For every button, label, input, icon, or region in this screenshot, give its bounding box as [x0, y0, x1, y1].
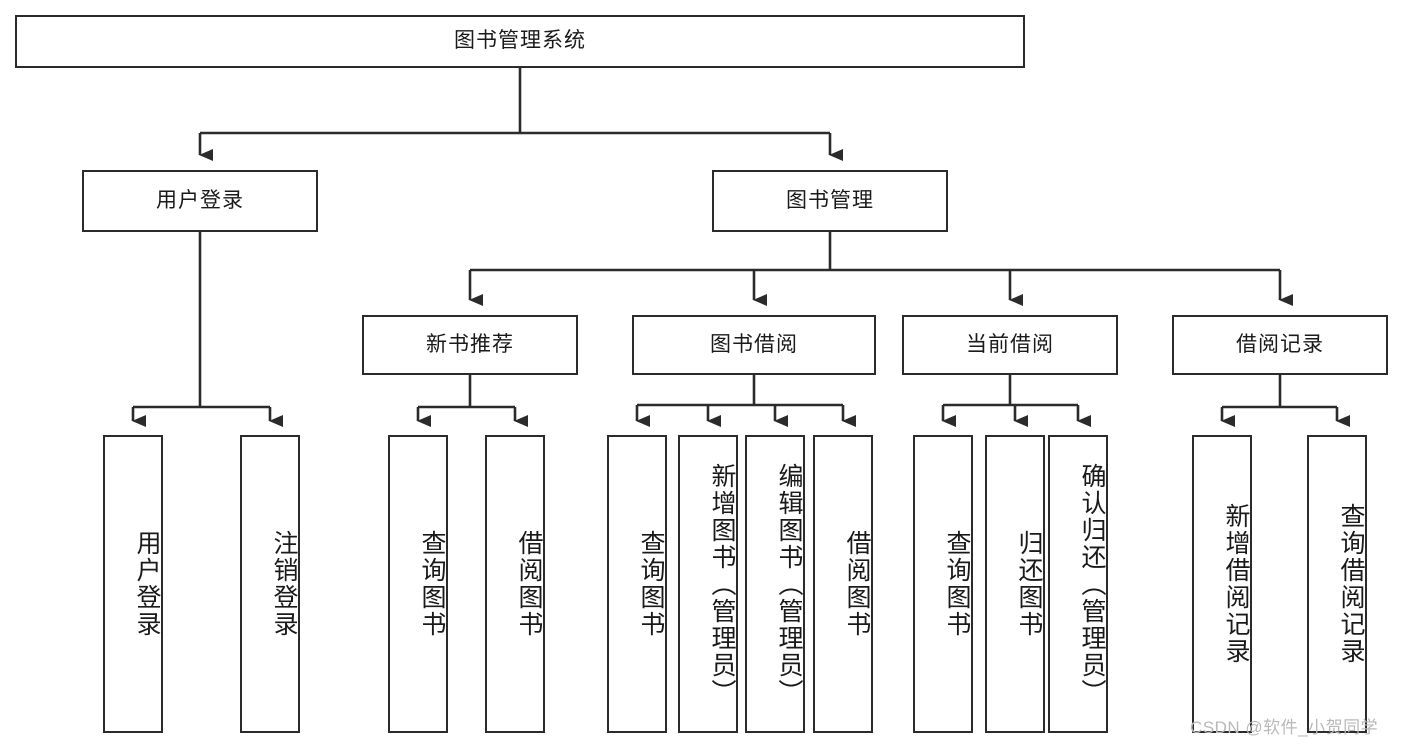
node-leaf-query-book-borrow-label: 查询图书 — [637, 530, 665, 638]
node-new-book-rec[interactable]: 新书推荐 — [362, 315, 578, 375]
node-borrow-record[interactable]: 借阅记录 — [1172, 315, 1388, 375]
node-leaf-add-record[interactable]: 新增借阅记录 — [1192, 435, 1252, 733]
node-leaf-query-book-cur[interactable]: 查询图书 — [913, 435, 973, 733]
node-leaf-return-book[interactable]: 归还图书 — [985, 435, 1045, 733]
node-leaf-logout-login-label: 注销登录 — [270, 530, 298, 638]
watermark: CSDN @软件_小贺同学 — [1190, 718, 1379, 737]
node-current-borrow-label: 当前借阅 — [966, 332, 1054, 356]
node-leaf-query-book-borrow[interactable]: 查询图书 — [607, 435, 667, 733]
node-leaf-query-book-cur-label: 查询图书 — [943, 530, 971, 638]
node-leaf-user-login-label: 用户登录 — [133, 530, 161, 638]
node-leaf-confirm-return-label: 确认归还（管理员） — [1078, 462, 1106, 706]
node-book-manage[interactable]: 图书管理 — [712, 170, 948, 232]
node-leaf-borrow-book-label: 借阅图书 — [843, 530, 871, 638]
node-root[interactable]: 图书管理系统 — [15, 15, 1025, 68]
node-leaf-user-login[interactable]: 用户登录 — [103, 435, 163, 733]
node-book-manage-label: 图书管理 — [786, 188, 874, 212]
node-book-borrow[interactable]: 图书借阅 — [632, 315, 876, 375]
node-leaf-query-record[interactable]: 查询借阅记录 — [1307, 435, 1367, 733]
node-leaf-logout-login[interactable]: 注销登录 — [240, 435, 300, 733]
node-leaf-confirm-return[interactable]: 确认归还（管理员） — [1048, 435, 1108, 733]
node-leaf-add-book-label: 新增图书（管理员） — [708, 462, 736, 706]
node-new-book-rec-label: 新书推荐 — [426, 332, 514, 356]
node-leaf-add-book[interactable]: 新增图书（管理员） — [678, 435, 738, 733]
node-borrow-record-label: 借阅记录 — [1236, 332, 1324, 356]
node-user-login-label: 用户登录 — [156, 188, 244, 212]
node-leaf-query-record-label: 查询借阅记录 — [1337, 503, 1365, 665]
node-leaf-return-book-label: 归还图书 — [1015, 530, 1043, 638]
node-leaf-add-record-label: 新增借阅记录 — [1222, 503, 1250, 665]
node-user-login[interactable]: 用户登录 — [82, 170, 318, 232]
node-leaf-borrow-book[interactable]: 借阅图书 — [813, 435, 873, 733]
node-leaf-borrow-book-rec[interactable]: 借阅图书 — [485, 435, 545, 733]
node-leaf-borrow-book-rec-label: 借阅图书 — [515, 530, 543, 638]
node-current-borrow[interactable]: 当前借阅 — [902, 315, 1118, 375]
node-leaf-query-book-rec-label: 查询图书 — [418, 530, 446, 638]
node-leaf-edit-book[interactable]: 编辑图书（管理员） — [745, 435, 805, 733]
node-root-label: 图书管理系统 — [454, 29, 586, 53]
node-book-borrow-label: 图书借阅 — [710, 332, 798, 356]
node-leaf-query-book-rec[interactable]: 查询图书 — [388, 435, 448, 733]
node-leaf-edit-book-label: 编辑图书（管理员） — [775, 462, 803, 706]
